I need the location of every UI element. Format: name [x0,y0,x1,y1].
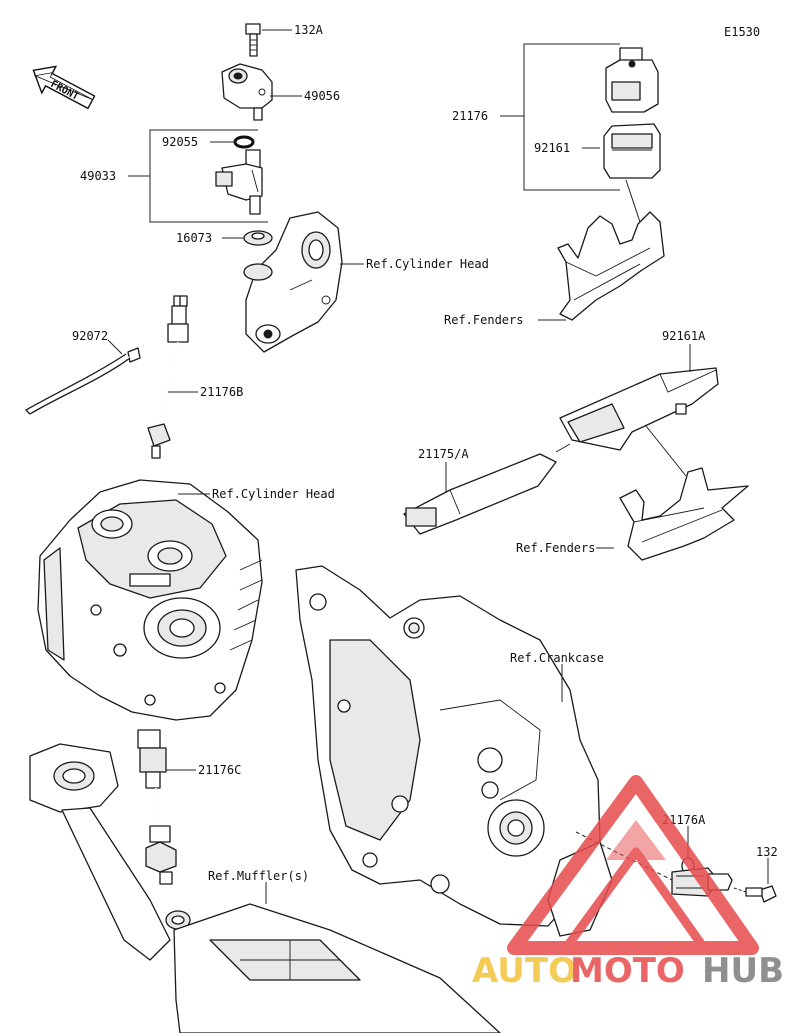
label-21176: 21176 [452,109,488,123]
cable-tie-92072 [25,347,141,415]
label-ref-fenders-1: Ref.Fenders [444,313,523,327]
connector-plug [605,47,659,113]
label-92161A: 92161A [662,329,706,343]
diagram-code: E1530 [724,25,760,39]
label-ref-cylinder-head-2: Ref.Cylinder Head [212,487,335,501]
watermark-auto: AUTO [472,951,577,991]
cover-92161 [603,123,661,179]
crankcase [295,565,613,937]
label-92055: 92055 [162,135,198,149]
label-16073: 16073 [176,231,212,245]
fuel-injector-49033 [215,149,263,215]
label-ref-crankcase: Ref.Crankcase [510,651,604,665]
fuel-injector-holder-49056 [221,63,273,121]
front-arrow-icon: FRONT [32,65,96,110]
intake-manifold [243,211,343,353]
label-49033: 49033 [80,169,116,183]
label-ref-muffler: Ref.Muffler(s) [208,869,309,883]
label-132A: 132A [294,23,324,37]
label-49056: 49056 [304,89,340,103]
label-21176B: 21176B [200,385,243,399]
fender-bracket-2 [619,467,749,561]
exhaust-pipe [29,743,191,961]
watermark-moto: MOTO [570,951,685,991]
fender-bracket-1 [557,211,665,321]
watermark-logo: AUTO MOTO HUB [472,775,784,991]
label-ref-fenders-2: Ref.Fenders [516,541,595,555]
label-132: 132 [756,845,778,859]
label-92161: 92161 [534,141,570,155]
connector-21175A [403,453,557,535]
cylinder-head [37,479,263,721]
oxygen-sensor-21176C [137,729,177,885]
label-21175A: 21175/A [418,447,469,461]
seal-16073 [243,230,273,246]
label-ref-cylinder-head-1: Ref.Cylinder Head [366,257,489,271]
watermark-hub: HUB [702,951,784,991]
muffler [173,903,501,1033]
bolt-132A [245,23,261,57]
label-92072: 92072 [72,329,108,343]
label-21176C: 21176C [198,763,241,777]
o-ring-92055 [233,135,255,149]
bolt-132 [745,885,777,903]
oxygen-sensor-21176B [147,295,189,459]
cover-92161A [559,367,719,451]
